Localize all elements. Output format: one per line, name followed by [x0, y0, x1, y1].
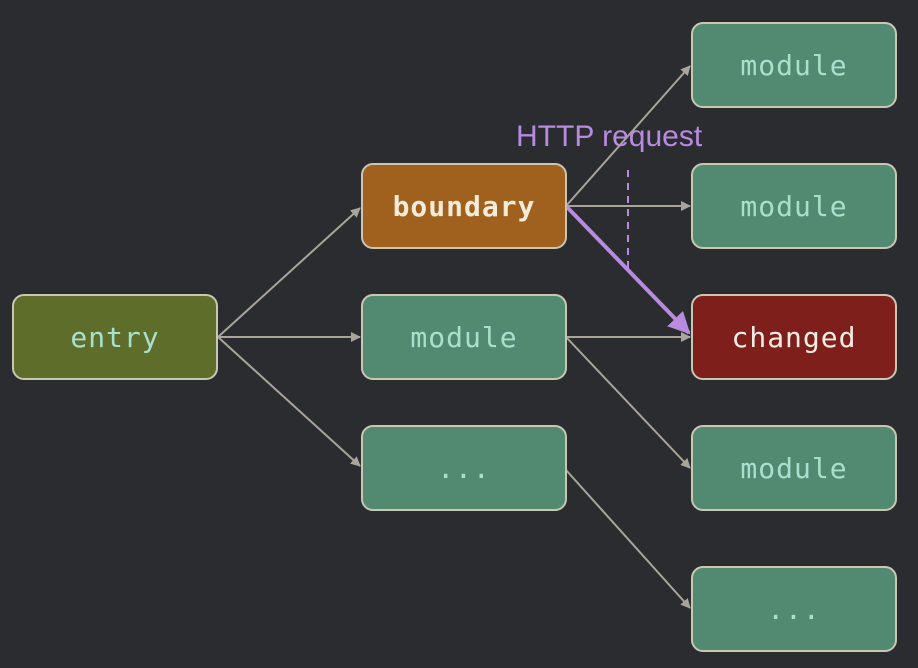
node-ellipsis-right-5: ... [691, 566, 897, 652]
node-module-middle: module [361, 294, 567, 380]
node-module-right-1: module [691, 22, 897, 108]
edge-boundary-module-r1 [565, 65, 691, 207]
http-request-label: HTTP request [516, 120, 703, 153]
node-changed: changed [691, 294, 897, 380]
node-boundary: boundary [361, 163, 567, 249]
edge-module-module-r4 [565, 336, 691, 469]
node-ellipsis-middle: ... [361, 425, 567, 511]
node-entry: entry [12, 294, 218, 380]
node-module-right-4: module [691, 425, 897, 511]
edge-ellipsis-ellipsis-r5 [565, 469, 691, 609]
edge-entry-ellipsis [217, 336, 361, 467]
edge-entry-boundary [217, 207, 361, 338]
node-module-right-2: module [691, 163, 897, 249]
edge-boundary-changed-http [564, 204, 691, 335]
